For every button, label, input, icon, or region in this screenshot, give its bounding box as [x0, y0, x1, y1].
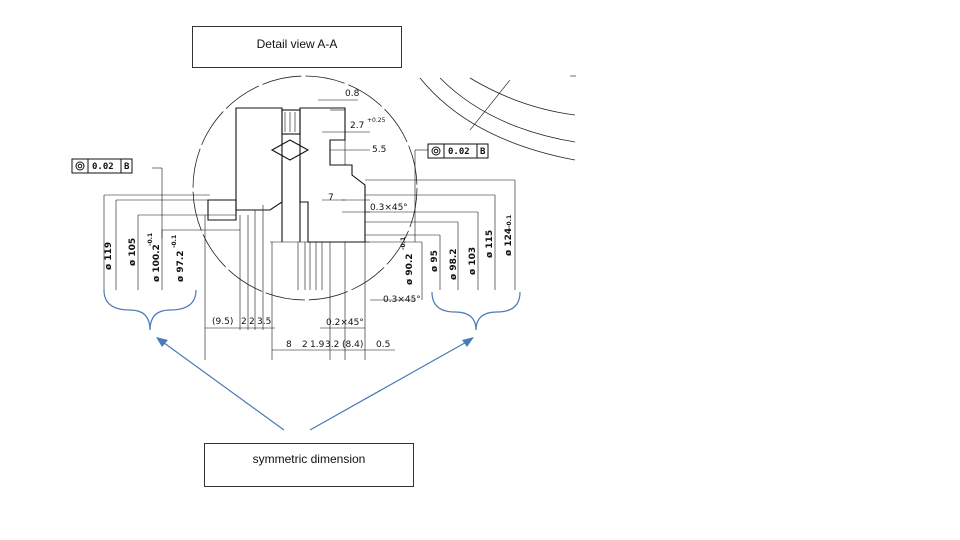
- dim-bottom-3-5: 3.5: [257, 317, 271, 327]
- dim-d100: ø 100.2: [152, 244, 162, 282]
- dim-top-2-7-tol: +0.25: [367, 117, 386, 124]
- dim-bottom-2c: 2: [302, 340, 308, 350]
- left-dimension-lines: [103, 167, 273, 360]
- dim-chamfer-3: 0.2×45°: [326, 318, 364, 328]
- dim-bottom-2b: 2: [249, 317, 255, 327]
- dim-d100-tol: -0.1: [147, 233, 154, 246]
- detail-view-title: Detail view A-A: [256, 37, 338, 51]
- tolerance-datum-right: B: [480, 147, 486, 157]
- dim-bottom-1-9: 1.9: [310, 340, 325, 350]
- dim-top-5-5: 5.5: [372, 145, 386, 155]
- dim-bottom-8: 8: [286, 340, 292, 350]
- outer-part-arcs: [419, 75, 576, 161]
- symmetric-dimension-note: symmetric dimension: [252, 452, 366, 466]
- dim-d90: ø 90.2: [405, 253, 415, 285]
- dim-chamfer-1: 0.3×45°: [370, 203, 408, 213]
- tolerance-frame-right: 0.02 B: [427, 143, 489, 159]
- dim-d124-tol: -0.1: [506, 215, 513, 228]
- dim-top-0-8: 0.8: [345, 89, 360, 99]
- dim-d97-tol: -0.1: [171, 235, 178, 248]
- dim-bottom-2a: 2: [241, 317, 247, 327]
- bore-lines: [297, 242, 323, 290]
- dim-d103: ø 103: [468, 247, 478, 275]
- dim-d90-tol: -0.1: [400, 237, 407, 250]
- dim-d98: ø 98.2: [449, 248, 459, 280]
- tolerance-frame-left: 0.02 B: [71, 158, 133, 174]
- dim-bottom-3-2: 3.2: [325, 340, 339, 350]
- right-dimension-lines: [342, 149, 516, 301]
- dim-bottom-0-5: 0.5: [376, 340, 390, 350]
- dim-d119: ø 119: [104, 242, 114, 270]
- dim-top-7: 7: [328, 193, 334, 203]
- tolerance-value-right: 0.02: [448, 147, 470, 157]
- tolerance-datum-left: B: [124, 162, 130, 172]
- top-dimension-lines: [318, 99, 370, 201]
- right-brace: [431, 291, 521, 331]
- arrows-to-note: [156, 337, 474, 431]
- hatched-section: [207, 107, 370, 243]
- left-brace: [103, 289, 197, 331]
- bottom-dimension-lines: [205, 242, 395, 360]
- dim-d115: ø 115: [485, 230, 495, 258]
- detail-circle: [192, 75, 418, 301]
- dim-chamfer-2: 0.3×45°: [383, 295, 421, 305]
- dim-d124: ø 124: [504, 228, 514, 256]
- tolerance-value-left: 0.02: [92, 162, 114, 172]
- dim-d95: ø 95: [430, 250, 440, 272]
- dim-bottom-8-4: (8.4): [342, 340, 363, 350]
- symmetric-dimension-note-box: symmetric dimension: [204, 443, 414, 487]
- detail-view-title-box: Detail view A-A: [192, 26, 402, 68]
- dim-top-2-7: 2.7: [350, 121, 364, 131]
- dim-d97: ø 97.2: [176, 250, 186, 282]
- dim-bottom-9-5: (9.5): [212, 317, 233, 327]
- dim-d105: ø 105: [128, 238, 138, 266]
